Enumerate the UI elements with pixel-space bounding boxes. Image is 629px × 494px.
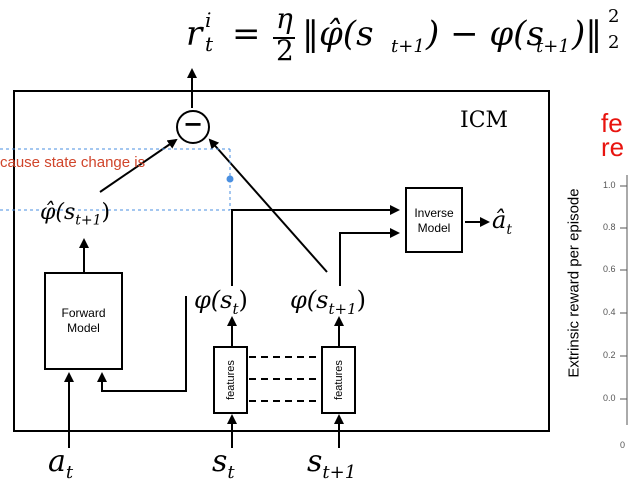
formula-norm-sup: 2 — [608, 6, 620, 27]
feature-st-sub: t — [232, 299, 239, 318]
features-label-next: features — [332, 360, 345, 400]
feature-st-label: φ(st) — [194, 286, 248, 318]
next-state-input-label: st+1 — [307, 444, 356, 483]
predicted-action-sub: t — [506, 221, 512, 238]
overlay-text-box[interactable]: cause state change is — [0, 154, 146, 171]
feature-next-sub: t+1 — [328, 299, 357, 318]
x-tick-0: 0 — [620, 440, 626, 450]
y-tick-06: 0.6 — [603, 264, 616, 274]
formula-predicted-feature: ‖φ̂(s — [302, 14, 374, 54]
right-heading-line1: fe — [601, 108, 623, 138]
predicted-feature-sub: t+1 — [75, 212, 102, 229]
formula-sub-2: t+1 — [536, 36, 570, 57]
formula-eta: η — [276, 2, 293, 35]
state-input-label: st — [212, 444, 235, 483]
formula-equals: = — [232, 14, 261, 54]
y-tick-08: 0.8 — [603, 222, 616, 232]
right-heading-line2: re — [601, 132, 625, 162]
feature-st-text: φ(s — [194, 286, 233, 314]
y-tick-04: 0.4 — [603, 307, 616, 317]
subtract-node — [176, 110, 210, 144]
features-box-st: features — [213, 346, 248, 414]
predicted-action-label: ât — [492, 206, 512, 238]
formula-lhs-sup: i — [205, 8, 212, 32]
forward-model-label-line1: Forward — [61, 306, 106, 320]
state-input-text: s — [212, 444, 228, 479]
y-tick-0: 0.0 — [603, 393, 616, 403]
formula-sub-1: t+1 — [391, 36, 425, 57]
forward-model-label-line2: Model — [67, 321, 100, 335]
next-state-input-sub: t+1 — [322, 462, 357, 483]
minus-icon: − — [183, 110, 204, 138]
predicted-feature-label: φ̂(st+1) — [40, 200, 111, 229]
formula-feature: ) − φ(s — [426, 14, 544, 54]
icm-title: ICM — [460, 108, 509, 133]
features-label-st: features — [224, 360, 237, 400]
inverse-model-label-line2: Model — [417, 221, 451, 235]
action-input-sub: t — [65, 462, 74, 483]
formula-lhs-sub: t — [205, 32, 214, 56]
predicted-action-text: â — [492, 206, 507, 234]
feature-next-text: φ(s — [290, 286, 329, 314]
feature-next-label: φ(st+1) — [290, 286, 366, 318]
y-tick-1: 1.0 — [603, 180, 616, 190]
formula-norm: )‖ — [572, 14, 603, 54]
features-box-next: features — [321, 346, 356, 414]
forward-model-box: Forward Model — [44, 272, 123, 370]
next-state-input-text: s — [307, 444, 323, 479]
state-input-sub: t — [227, 462, 235, 483]
intrinsic-reward-formula: r i t = η 2 ‖φ̂(s t+1 ) − φ(s t+1 )‖ 2 2 — [186, 2, 626, 67]
y-axis-label: Extrinsic reward per episode — [565, 188, 583, 378]
formula-lhs: r — [186, 14, 203, 54]
action-input-label: at — [48, 444, 73, 483]
selection-handle — [226, 175, 234, 183]
formula-two: 2 — [276, 34, 294, 67]
icm-frame — [13, 90, 550, 432]
y-tick-02: 0.2 — [603, 350, 616, 360]
inverse-model-label-line1: Inverse — [414, 206, 454, 220]
action-input-text: a — [48, 444, 66, 479]
formula-fraction-bar — [273, 37, 295, 39]
inverse-model-box: Inverse Model — [405, 187, 463, 253]
formula-norm-sub: 2 — [608, 32, 620, 53]
predicted-feature-text: φ̂(s — [40, 200, 76, 225]
